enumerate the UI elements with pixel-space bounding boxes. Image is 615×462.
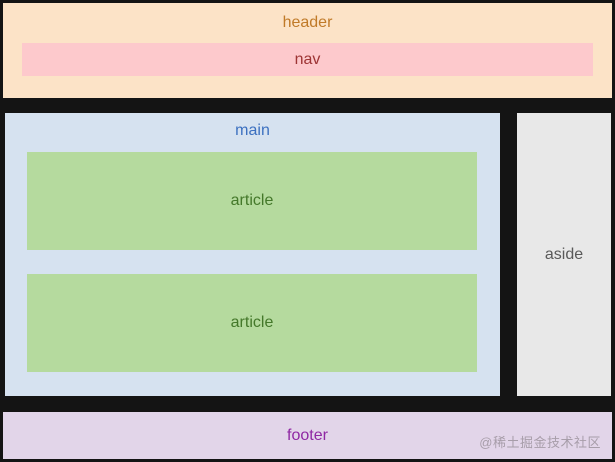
footer-label: footer bbox=[287, 427, 328, 444]
article-region-1: article bbox=[27, 152, 477, 250]
aside-label: aside bbox=[544, 245, 584, 263]
main-region: main article article bbox=[5, 113, 500, 396]
nav-label: nav bbox=[294, 51, 321, 68]
header-region: header nav bbox=[3, 3, 612, 98]
article-label-2: article bbox=[230, 314, 274, 331]
aside-region: aside bbox=[517, 113, 611, 396]
article-label-1: article bbox=[230, 192, 274, 209]
nav-region: nav bbox=[22, 43, 593, 76]
header-label: header bbox=[282, 14, 333, 31]
main-label: main bbox=[235, 122, 270, 139]
article-region-2: article bbox=[27, 274, 477, 372]
watermark: @稀土掘金技术社区 bbox=[479, 435, 601, 450]
footer-region: footer bbox=[3, 412, 612, 459]
